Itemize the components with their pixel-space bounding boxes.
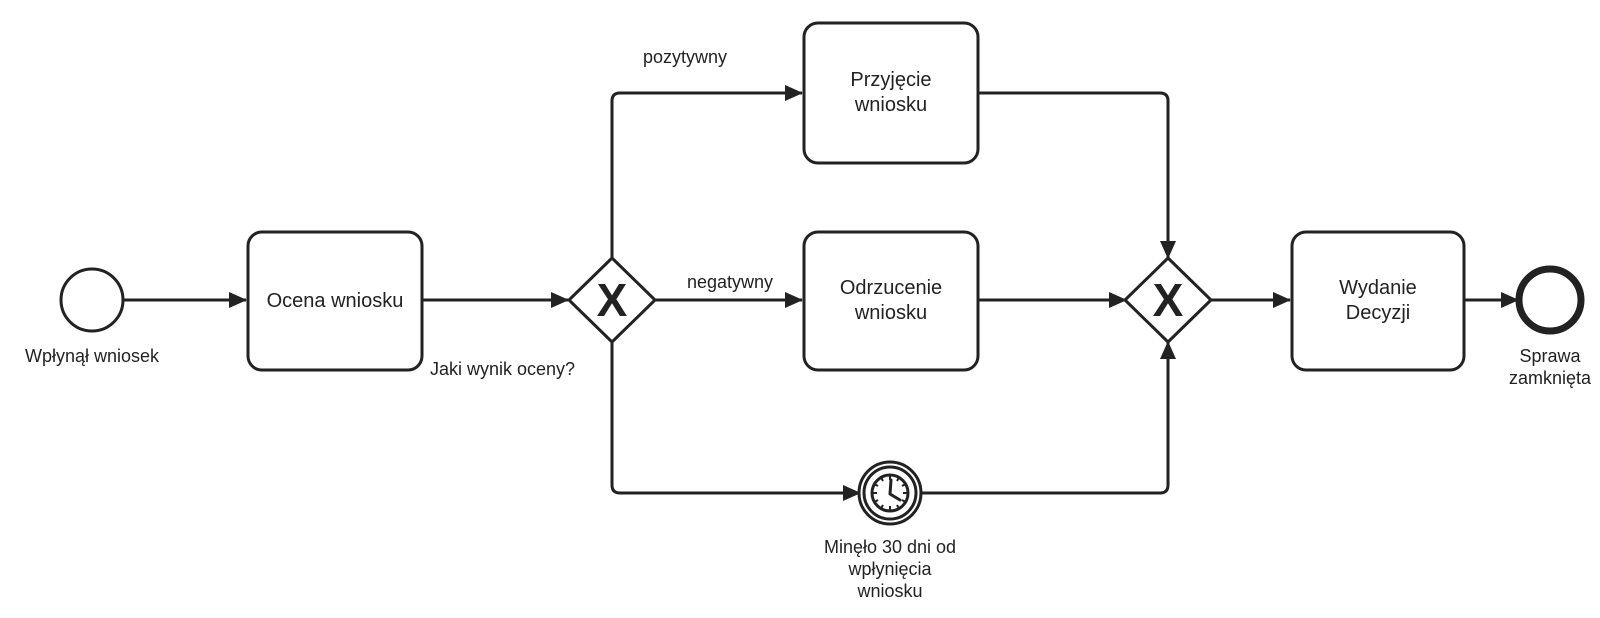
timer-event[interactable] xyxy=(857,460,923,526)
flow-positive xyxy=(610,85,803,258)
task-decision: Wydanie Decyzji xyxy=(1339,277,1417,324)
flow-positive-label: pozytywny xyxy=(642,47,728,67)
split-gateway-marker: X xyxy=(597,274,628,326)
start-event[interactable] xyxy=(59,267,125,333)
task-accept-box[interactable] xyxy=(802,21,980,165)
clock-icon xyxy=(870,473,910,513)
flow-accept-to-merge xyxy=(978,91,1176,259)
task-reject: Odrzucenie wniosku xyxy=(839,277,943,324)
end-event[interactable] xyxy=(1515,265,1585,335)
end-event-label: Sprawa zamknięta xyxy=(1508,346,1592,388)
flow-timeout xyxy=(610,342,861,501)
split-gateway[interactable]: X xyxy=(566,255,658,345)
task-assess-box[interactable] xyxy=(246,230,424,372)
flow-timer-to-merge xyxy=(920,341,1176,495)
task-assess: Ocena wniosku xyxy=(266,289,404,312)
merge-gateway-marker: X xyxy=(1153,274,1184,326)
split-gateway-label: Jaki wynik oceny? xyxy=(430,359,576,379)
task-accept: Przyjęcie wniosku xyxy=(850,69,932,116)
merge-gateway[interactable]: X xyxy=(1122,255,1214,345)
task-decision-box[interactable] xyxy=(1290,230,1466,372)
flow-negative-label: negatywny xyxy=(686,272,774,292)
timer-event-label: Minęło 30 dni od wpłynięcia wniosku xyxy=(823,537,957,601)
task-reject-box[interactable] xyxy=(802,230,980,372)
start-event-label: Wpłynął wniosek xyxy=(24,346,160,366)
